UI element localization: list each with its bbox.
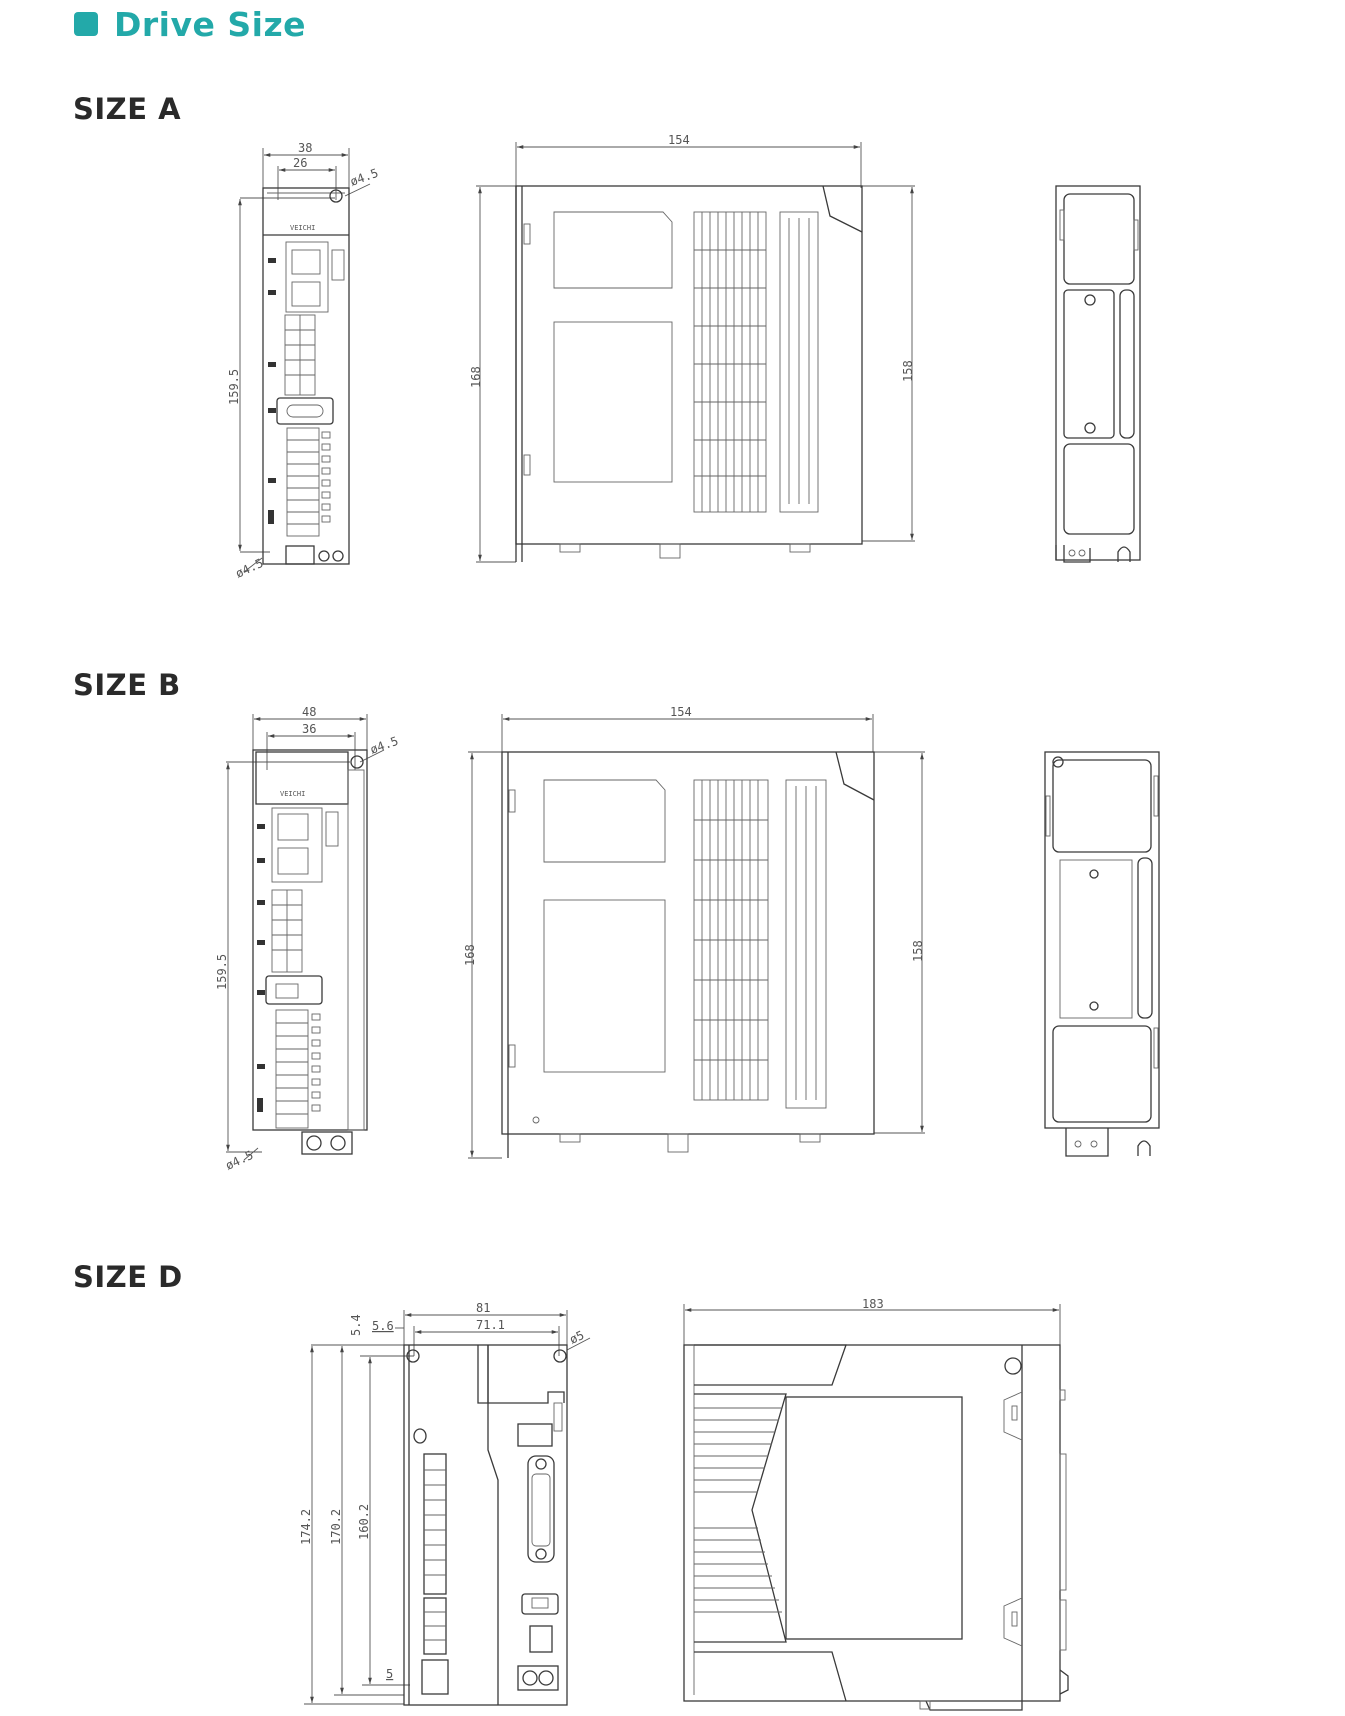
size-a-height-body: 158 xyxy=(901,360,915,382)
size-a-height: 159.5 xyxy=(227,369,241,405)
size-d-label: SIZE D xyxy=(73,1260,183,1294)
size-a-vents xyxy=(693,211,767,513)
size-a-front-view: 38 26 ø4.5 159.5 ø4.5 VEICHI xyxy=(227,141,380,581)
size-d-height-inner: 160.2 xyxy=(357,1504,371,1540)
size-b-height-body: 158 xyxy=(911,940,925,962)
size-a-label: SIZE A xyxy=(73,92,182,126)
size-a-depth: 154 xyxy=(668,133,690,147)
size-d-side-view: 183 xyxy=(683,1297,1069,1711)
section-header: Drive Size xyxy=(74,4,306,44)
size-b-width-outer: 48 xyxy=(302,705,316,719)
size-a-width-outer: 38 xyxy=(298,141,312,155)
size-b-hole-top: ø4.5 xyxy=(368,734,400,757)
size-d-height-mid: 170.2 xyxy=(329,1509,343,1545)
size-b-width-inner: 36 xyxy=(302,722,316,736)
size-a-hole-bottom: ø4.5 xyxy=(233,556,265,581)
size-b-vents xyxy=(693,779,769,1101)
section-title: Drive Size xyxy=(114,4,307,44)
size-b-brand: VEICHI xyxy=(280,790,305,798)
size-d-width-outer: 81 xyxy=(476,1301,490,1315)
size-b-label: SIZE B xyxy=(73,668,181,702)
size-d-hole: ø5 xyxy=(567,1328,586,1347)
size-d-height-total: 174.2 xyxy=(299,1509,313,1545)
size-a-rear-view xyxy=(1055,185,1141,563)
size-d-depth: 183 xyxy=(862,1297,884,1311)
size-b-rear-view xyxy=(1044,751,1160,1157)
size-b-height-total: 168 xyxy=(463,944,477,966)
size-d-offset-left: 5.6 xyxy=(372,1319,394,1333)
size-b-depth: 154 xyxy=(670,705,692,719)
size-b-side-view: 154 168 158 xyxy=(463,705,925,1159)
size-b-height: 159.5 xyxy=(215,954,229,990)
size-d-offset-top: 5.4 xyxy=(349,1314,363,1336)
size-a-hole-top: ø4.5 xyxy=(348,166,380,189)
size-a-brand: VEICHI xyxy=(290,224,315,232)
square-bullet-icon xyxy=(74,12,98,36)
size-a-height-total: 168 xyxy=(469,366,483,388)
size-d-front-view: 81 71.1 5.6 5.4 ø5 174.2 170.2 160.2 5 xyxy=(299,1301,591,1706)
size-a-width-inner: 26 xyxy=(293,156,307,170)
size-d-width-inner: 71.1 xyxy=(476,1318,505,1332)
size-d-offset-bottom: 5 xyxy=(386,1667,393,1681)
size-a-side-view: 154 168 158 xyxy=(469,133,915,563)
size-d-fins xyxy=(694,1407,782,1613)
size-b-front-view: 48 36 ø4.5 159.5 ø4.5 VEICHI xyxy=(215,705,400,1173)
